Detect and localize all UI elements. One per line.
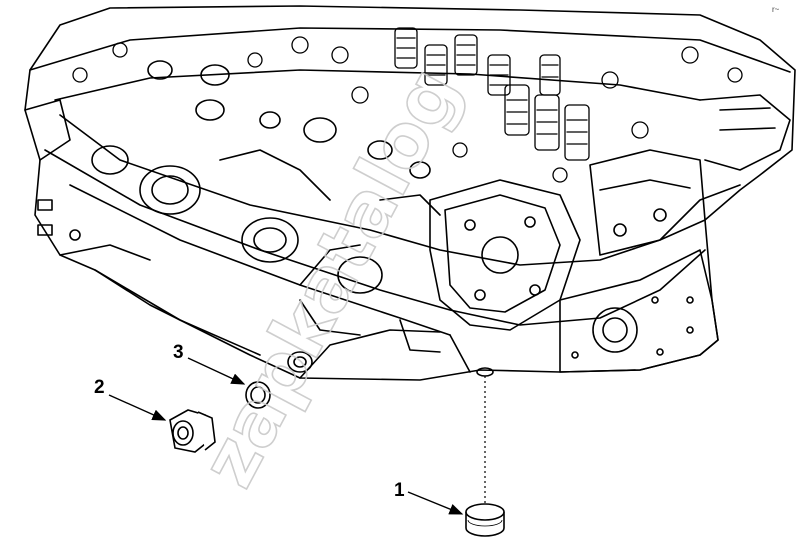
callout-2-label: 2 <box>94 377 105 398</box>
part-2-threaded-plug <box>169 409 216 453</box>
engine-block-illustration <box>24 5 796 381</box>
callout-1-label: 1 <box>394 480 405 501</box>
callout-1: 1 <box>394 480 464 515</box>
callout-3-label: 3 <box>173 342 184 363</box>
part-1-cup-plug <box>465 503 505 537</box>
part-3-sealing-washer <box>245 381 271 409</box>
corner-mark: r~ <box>772 5 780 14</box>
callout-3: 3 <box>173 342 246 385</box>
callout-2: 2 <box>94 377 167 421</box>
